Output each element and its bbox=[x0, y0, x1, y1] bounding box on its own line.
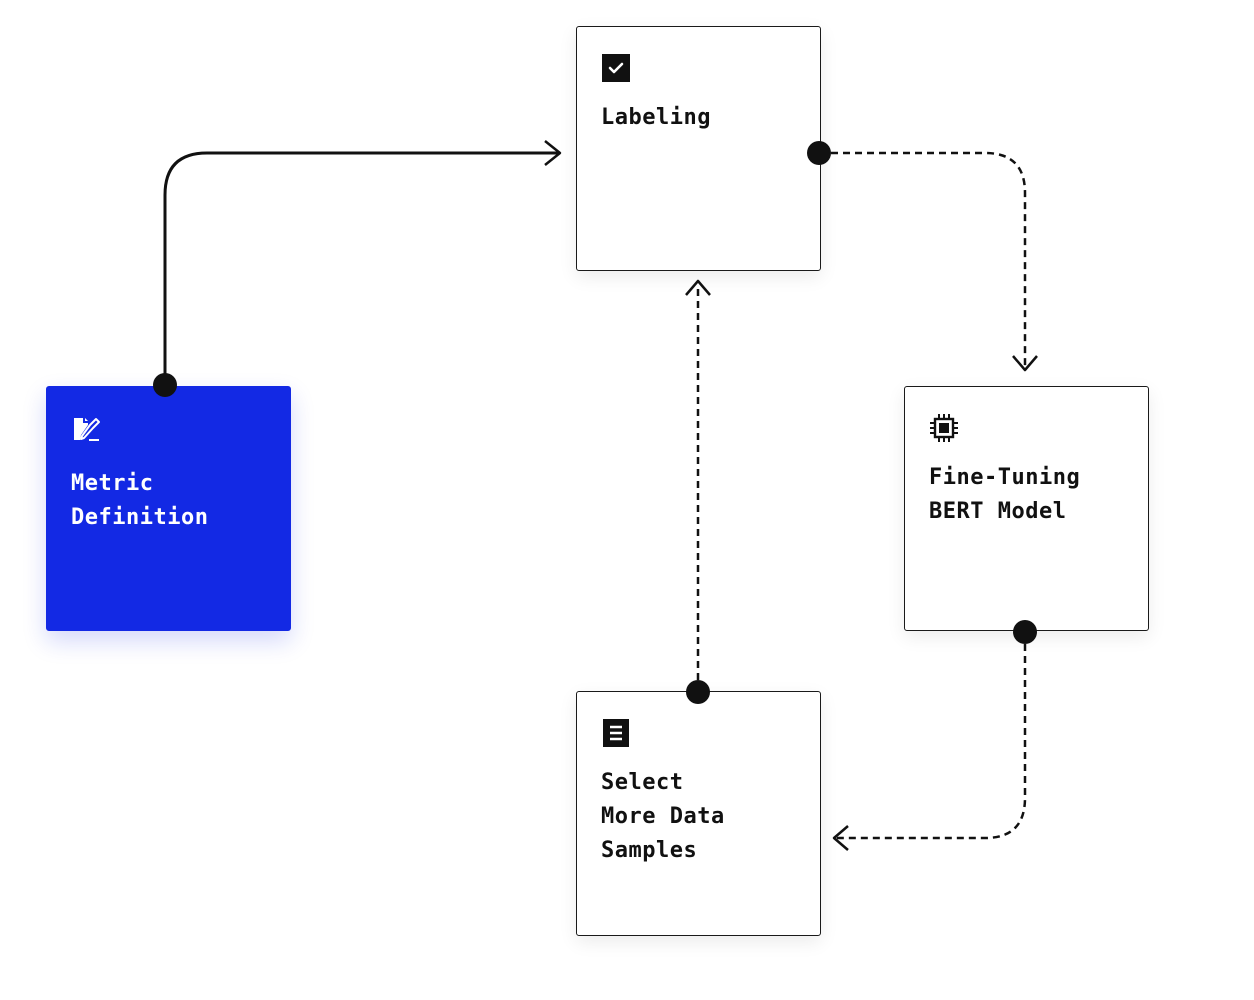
node-label: Labeling bbox=[601, 105, 711, 130]
node-labeling[interactable]: Labeling bbox=[576, 26, 821, 271]
node-label: Metric Definition bbox=[71, 471, 209, 530]
node-label: Fine-Tuning BERT Model bbox=[929, 465, 1081, 524]
document-list-icon bbox=[603, 719, 629, 747]
chip-icon bbox=[930, 414, 958, 442]
node-metric-definition[interactable]: Metric Definition bbox=[46, 386, 291, 631]
edit-document-icon bbox=[74, 418, 100, 441]
edge-labeling-to-finetune bbox=[819, 151, 1027, 368]
node-select-more-data-samples[interactable]: Select More Data Samples bbox=[576, 691, 821, 936]
arrowhead-up bbox=[685, 279, 711, 296]
node-fine-tuning-bert-model[interactable]: Fine-Tuning BERT Model bbox=[904, 386, 1149, 631]
checkbox-icon bbox=[602, 54, 630, 82]
arrowhead-right bbox=[544, 140, 562, 166]
edge-finetune-to-select bbox=[835, 632, 1027, 840]
node-label: Select More Data Samples bbox=[601, 770, 725, 863]
arrowhead-down bbox=[1012, 355, 1038, 372]
arrowhead-left bbox=[832, 825, 849, 851]
edge-metric-to-labeling bbox=[163, 151, 558, 385]
